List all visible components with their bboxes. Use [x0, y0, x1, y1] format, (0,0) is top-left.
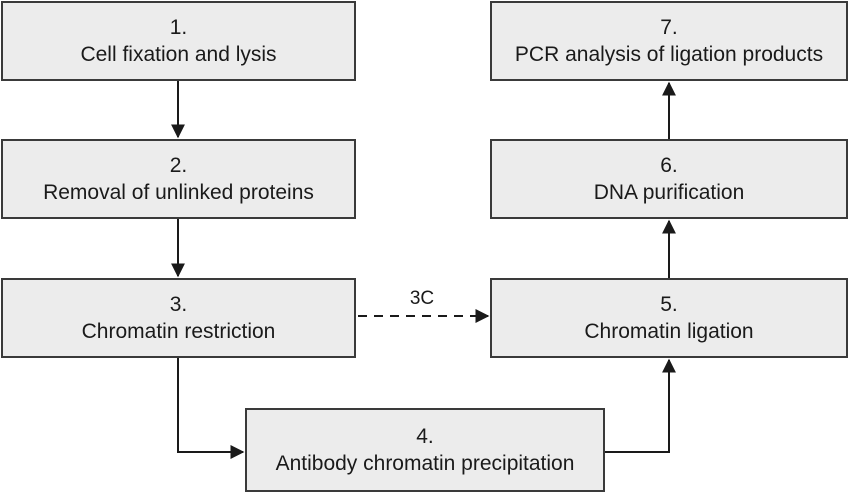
step-number: 2. — [169, 154, 188, 177]
step-box-3: 3. Chromatin restriction — [1, 278, 356, 358]
step-label: Antibody chromatin precipitation — [275, 452, 575, 475]
step-number: 6. — [660, 154, 678, 177]
step-box-1: 1. Cell fixation and lysis — [1, 1, 356, 81]
step-number: 1. — [169, 16, 188, 39]
step-box-4: 4. Antibody chromatin precipitation — [245, 408, 605, 492]
step-number: 5. — [660, 293, 678, 316]
step-label: Cell fixation and lysis — [80, 43, 277, 66]
edge-label-3c: 3C — [409, 288, 435, 309]
step-label: Removal of unlinked proteins — [43, 181, 314, 204]
arrow-step4-to-step5 — [605, 358, 676, 453]
step-number: 4. — [416, 425, 434, 448]
step-label: DNA purification — [593, 181, 745, 204]
arrow-step3-to-step4 — [177, 358, 245, 459]
step-number: 3. — [169, 293, 188, 316]
step-label: Chromatin restriction — [81, 320, 276, 343]
step-box-6: 6. DNA purification — [490, 139, 848, 219]
step-box-7: 7. PCR analysis of ligation products — [490, 1, 848, 81]
step-number: 7. — [660, 16, 678, 39]
step-label: Chromatin ligation — [584, 320, 754, 343]
step-label: PCR analysis of ligation products — [514, 43, 824, 66]
step-box-2: 2. Removal of unlinked proteins — [1, 139, 356, 219]
step-box-5: 5. Chromatin ligation — [490, 278, 848, 358]
